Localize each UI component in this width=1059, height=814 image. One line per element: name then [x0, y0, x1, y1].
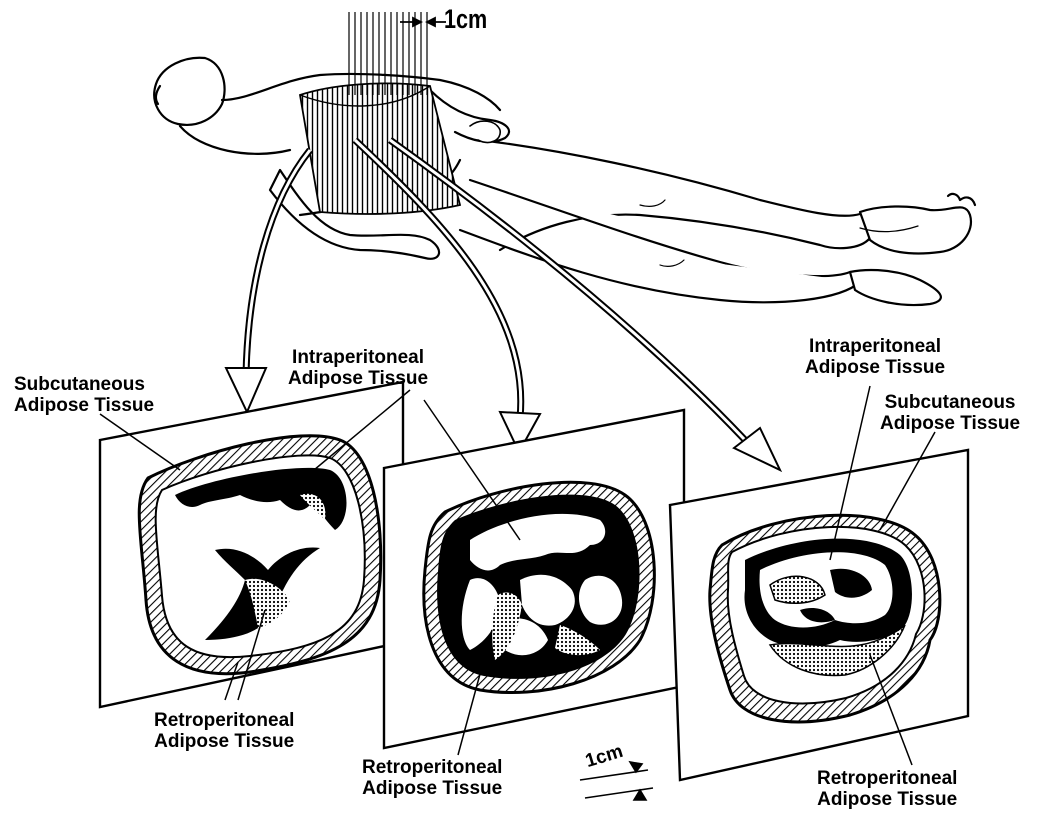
slice-panel-2	[384, 410, 684, 748]
slice-panel-1	[100, 382, 403, 707]
label-p3-retroperitoneal: Retroperitoneal Adipose Tissue	[817, 768, 957, 810]
label-p3-subcutaneous: Subcutaneous Adipose Tissue	[880, 392, 1020, 434]
label-p2-retroperitoneal: Retroperitoneal Adipose Tissue	[362, 757, 502, 799]
top-scale-label: 1cm	[444, 4, 487, 35]
label-p1-subcutaneous: Subcutaneous Adipose Tissue	[14, 374, 154, 416]
human-figure	[154, 58, 975, 305]
top-scale-marker	[400, 18, 446, 26]
label-intraperitoneal-center: Intraperitoneal Adipose Tissue	[288, 347, 428, 389]
slice-panel-3	[670, 450, 968, 780]
label-p1-retroperitoneal: Retroperitoneal Adipose Tissue	[154, 710, 294, 752]
label-p3-intraperitoneal: Intraperitoneal Adipose Tissue	[805, 336, 945, 378]
